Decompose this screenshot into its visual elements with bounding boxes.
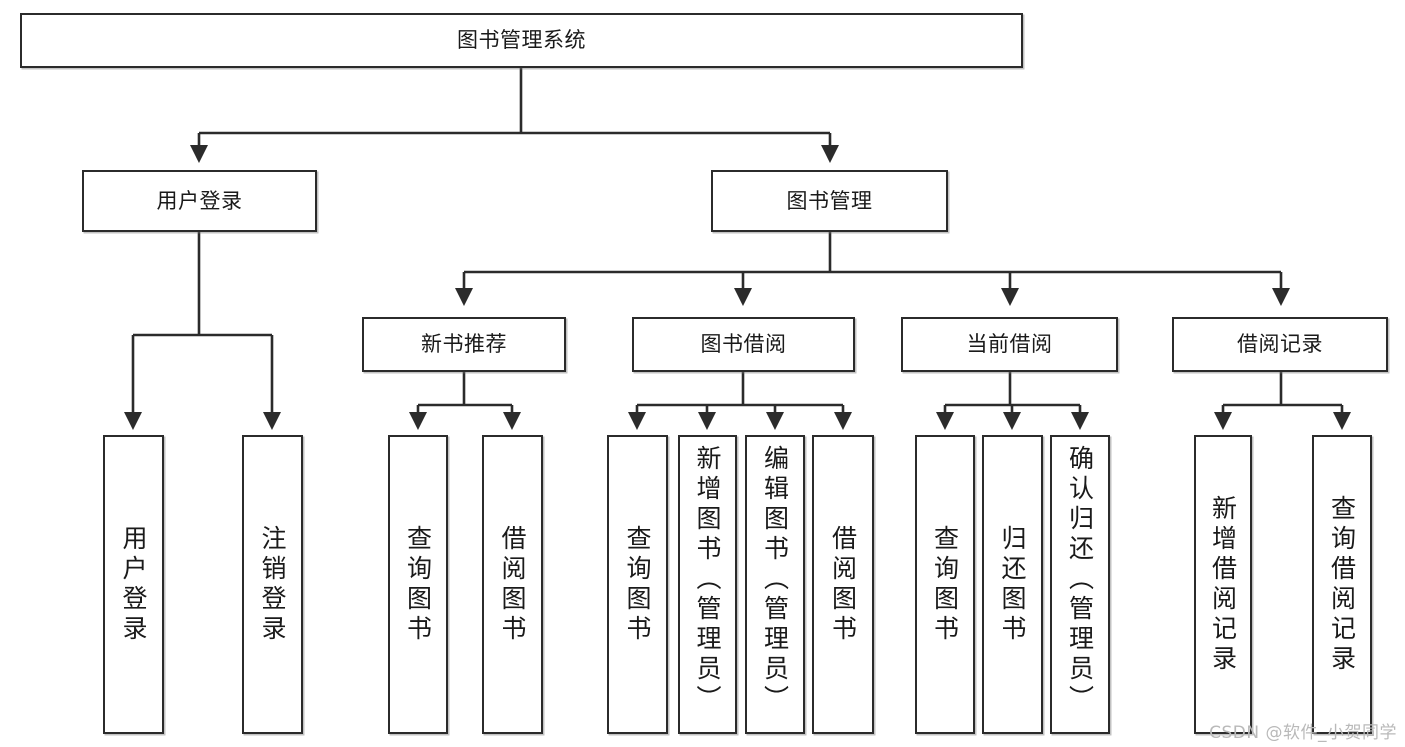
node-user-login-label: 用户登录	[156, 188, 243, 213]
node-user-login[interactable]: 用户登录	[82, 170, 317, 232]
node-book-management-label: 图书管理	[786, 188, 873, 213]
node-leaf-add-book-admin[interactable]: 新增图书（管理员）	[678, 435, 737, 734]
node-root-label: 图书管理系统	[457, 28, 586, 53]
node-leaf-query-book-3[interactable]: 查询图书	[915, 435, 975, 734]
node-leaf-confirm-return-admin-label: 确认归还（管理员）	[1065, 445, 1095, 715]
node-leaf-edit-book-admin-label: 编辑图书（管理员）	[760, 445, 790, 715]
node-leaf-add-book-admin-label: 新增图书（管理员）	[693, 445, 722, 715]
node-leaf-query-book-2-label: 查询图书	[623, 524, 652, 645]
node-leaf-add-borrow-record[interactable]: 新增借阅记录	[1194, 435, 1252, 734]
node-leaf-return-book[interactable]: 归还图书	[982, 435, 1043, 734]
node-leaf-borrow-book-2-label: 借阅图书	[828, 524, 858, 645]
node-new-book-recommend[interactable]: 新书推荐	[362, 317, 566, 372]
node-leaf-query-book-3-label: 查询图书	[930, 524, 960, 645]
node-borrow-record-label: 借阅记录	[1237, 332, 1323, 357]
node-leaf-confirm-return-admin[interactable]: 确认归还（管理员）	[1050, 435, 1110, 734]
node-current-borrow[interactable]: 当前借阅	[901, 317, 1118, 372]
node-root[interactable]: 图书管理系统	[20, 13, 1023, 68]
node-leaf-edit-book-admin[interactable]: 编辑图书（管理员）	[745, 435, 805, 734]
node-leaf-query-book-1-label: 查询图书	[403, 524, 433, 645]
node-leaf-logout-login[interactable]: 注销登录	[242, 435, 303, 734]
node-leaf-add-borrow-record-label: 新增借阅记录	[1208, 494, 1238, 675]
node-current-borrow-label: 当前借阅	[966, 332, 1053, 357]
node-leaf-user-login-label: 用户登录	[119, 524, 148, 645]
node-leaf-query-borrow-record-label: 查询借阅记录	[1327, 494, 1357, 675]
node-book-borrow[interactable]: 图书借阅	[632, 317, 855, 372]
node-book-management[interactable]: 图书管理	[711, 170, 948, 232]
node-leaf-borrow-book-1-label: 借阅图书	[498, 524, 527, 645]
node-leaf-user-login[interactable]: 用户登录	[103, 435, 164, 734]
node-leaf-logout-login-label: 注销登录	[258, 524, 287, 645]
node-leaf-query-book-2[interactable]: 查询图书	[607, 435, 668, 734]
node-new-book-recommend-label: 新书推荐	[421, 332, 507, 357]
node-leaf-borrow-book-2[interactable]: 借阅图书	[812, 435, 874, 734]
watermark: CSDN @软件_小贺同学	[1209, 723, 1397, 743]
node-leaf-borrow-book-1[interactable]: 借阅图书	[482, 435, 543, 734]
node-borrow-record[interactable]: 借阅记录	[1172, 317, 1388, 372]
node-leaf-query-borrow-record[interactable]: 查询借阅记录	[1312, 435, 1372, 734]
node-leaf-query-book-1[interactable]: 查询图书	[388, 435, 448, 734]
node-leaf-return-book-label: 归还图书	[998, 524, 1027, 645]
node-book-borrow-label: 图书借阅	[700, 332, 787, 357]
